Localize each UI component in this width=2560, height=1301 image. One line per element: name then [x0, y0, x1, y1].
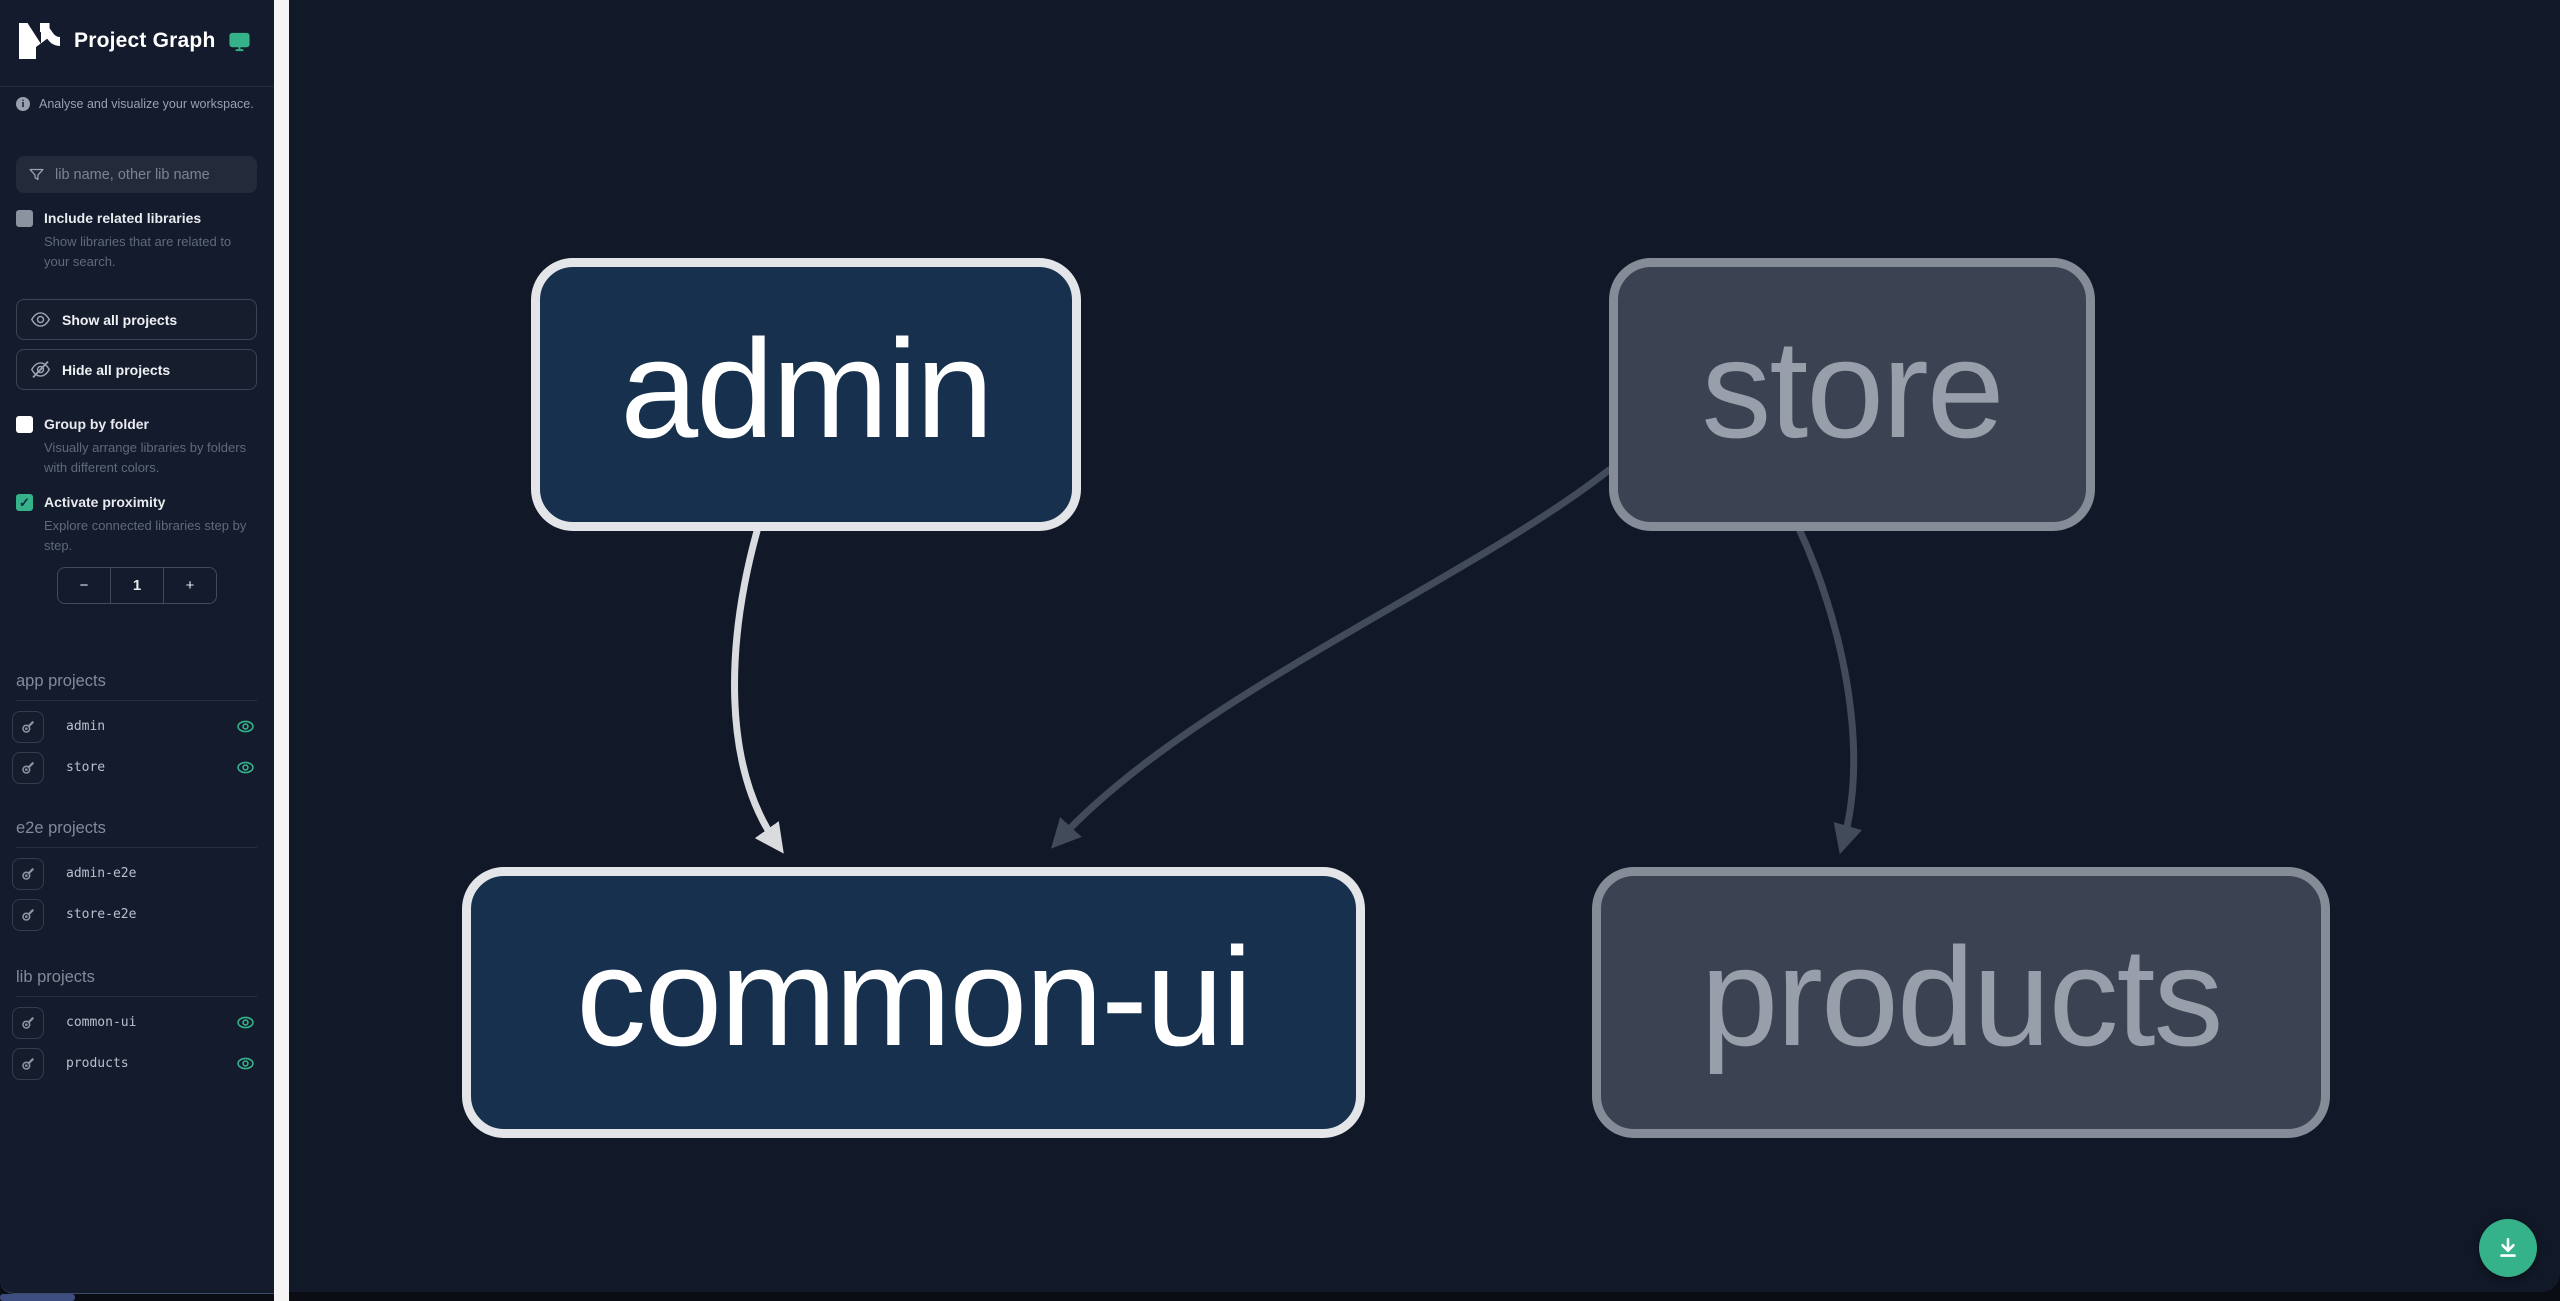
hide-all-projects-label: Hide all projects	[62, 361, 171, 378]
focus-icon	[22, 1016, 34, 1029]
graph-edges	[731, 466, 1862, 855]
project-name: products	[66, 1056, 129, 1071]
focus-project-button[interactable]	[12, 1047, 44, 1080]
activate-proximity-label: Activate proximity	[44, 494, 166, 510]
focus-icon	[22, 720, 34, 733]
edge-store-to-common-ui	[1051, 466, 1613, 849]
sidebar-header: Project Graph	[0, 0, 274, 87]
section-e2e-projects: e2e projects admin-e2e store-e2e	[12, 819, 257, 931]
include-related-description: Show libraries that are related to your …	[44, 234, 232, 269]
visibility-eye-icon[interactable]	[236, 758, 255, 777]
project-name: store-e2e	[66, 907, 137, 922]
project-name: common-ui	[66, 1015, 137, 1030]
node-label: common-ui	[576, 917, 1252, 1075]
project-name: admin-e2e	[66, 866, 137, 881]
filter-icon	[29, 168, 44, 181]
hide-all-projects-button[interactable]: Hide all projects	[16, 349, 257, 390]
visibility-eye-icon[interactable]	[236, 717, 255, 736]
group-by-folder-description: Visually arrange libraries by folders wi…	[44, 440, 247, 475]
node-label: admin	[620, 309, 993, 467]
focus-project-button[interactable]	[12, 710, 44, 743]
include-related-checkbox[interactable]	[16, 210, 33, 227]
project-row-admin-e2e: admin-e2e	[12, 857, 257, 890]
sidebar: Project Graph i Analyse and visualize yo…	[0, 0, 274, 1294]
project-row-store: store	[12, 751, 257, 784]
proximity-value: 1	[110, 568, 164, 603]
focus-icon	[22, 908, 34, 921]
graph-node-common-ui[interactable]: common-ui	[462, 867, 1365, 1138]
visibility-eye-icon[interactable]	[236, 1054, 255, 1073]
info-icon: i	[16, 97, 30, 111]
focus-project-button[interactable]	[12, 1006, 44, 1039]
group-by-folder-label: Group by folder	[44, 416, 149, 432]
group-by-folder-checkbox[interactable]	[16, 416, 33, 433]
project-row-products: products	[12, 1047, 257, 1080]
proximity-increment-button[interactable]: +	[185, 577, 195, 594]
node-label: products	[1700, 917, 2224, 1075]
project-row-common-ui: common-ui	[12, 1006, 257, 1039]
project-name: admin	[66, 719, 106, 734]
focus-project-button[interactable]	[12, 898, 44, 931]
proximity-decrement-button[interactable]: −	[79, 577, 89, 594]
nx-logo	[19, 23, 60, 59]
focus-icon	[22, 761, 34, 774]
activate-proximity-description: Explore connected libraries step by step…	[44, 518, 247, 553]
visibility-eye-icon[interactable]	[236, 1013, 255, 1032]
eye-slash-icon	[30, 360, 51, 379]
activate-proximity-checkbox[interactable]: ✓	[16, 494, 33, 511]
project-row-admin: admin	[12, 710, 257, 743]
show-all-projects-button[interactable]: Show all projects	[16, 299, 257, 340]
project-name: store	[66, 760, 106, 775]
activate-proximity-option: ✓ Activate proximity Explore connected l…	[16, 493, 261, 555]
section-title: app projects	[16, 672, 257, 701]
section-title: e2e projects	[16, 819, 257, 848]
graph-canvas[interactable]: admin store common-ui products	[289, 0, 2560, 1292]
monitor-icon[interactable]	[228, 30, 251, 53]
edge-store-to-products	[1796, 527, 1862, 855]
graph-node-admin[interactable]: admin	[531, 258, 1081, 531]
sidebar-resizer[interactable]	[274, 0, 289, 1301]
focus-project-button[interactable]	[12, 857, 44, 890]
project-row-store-e2e: store-e2e	[12, 898, 257, 931]
edge-admin-to-common-ui	[731, 527, 784, 854]
proximity-stepper: − 1 +	[57, 567, 217, 604]
focus-icon	[22, 867, 34, 880]
focus-project-button[interactable]	[12, 751, 44, 784]
eye-icon	[30, 312, 51, 327]
workspace-info: i Analyse and visualize your workspace.	[16, 97, 254, 111]
graph-node-products[interactable]: products	[1592, 867, 2330, 1138]
download-graph-button[interactable]	[2479, 1219, 2537, 1277]
show-all-projects-label: Show all projects	[62, 311, 178, 328]
page-title: Project Graph	[74, 29, 216, 52]
workspace-subtitle: Analyse and visualize your workspace.	[39, 97, 254, 111]
group-by-folder-option: Group by folder Visually arrange librari…	[16, 415, 261, 477]
download-icon	[2500, 1238, 2516, 1257]
section-lib-projects: lib projects common-ui products	[12, 968, 257, 1080]
graph-node-store[interactable]: store	[1609, 258, 2095, 531]
include-related-option: Include related libraries Show libraries…	[16, 209, 261, 271]
section-title: lib projects	[16, 968, 257, 997]
horizontal-scrollbar-thumb[interactable]	[0, 1294, 75, 1301]
section-app-projects: app projects admin store	[12, 672, 257, 784]
include-related-label: Include related libraries	[44, 210, 202, 226]
focus-icon	[22, 1057, 34, 1070]
node-label: store	[1701, 309, 2004, 467]
search-box[interactable]	[16, 156, 257, 193]
search-input[interactable]	[55, 166, 257, 183]
